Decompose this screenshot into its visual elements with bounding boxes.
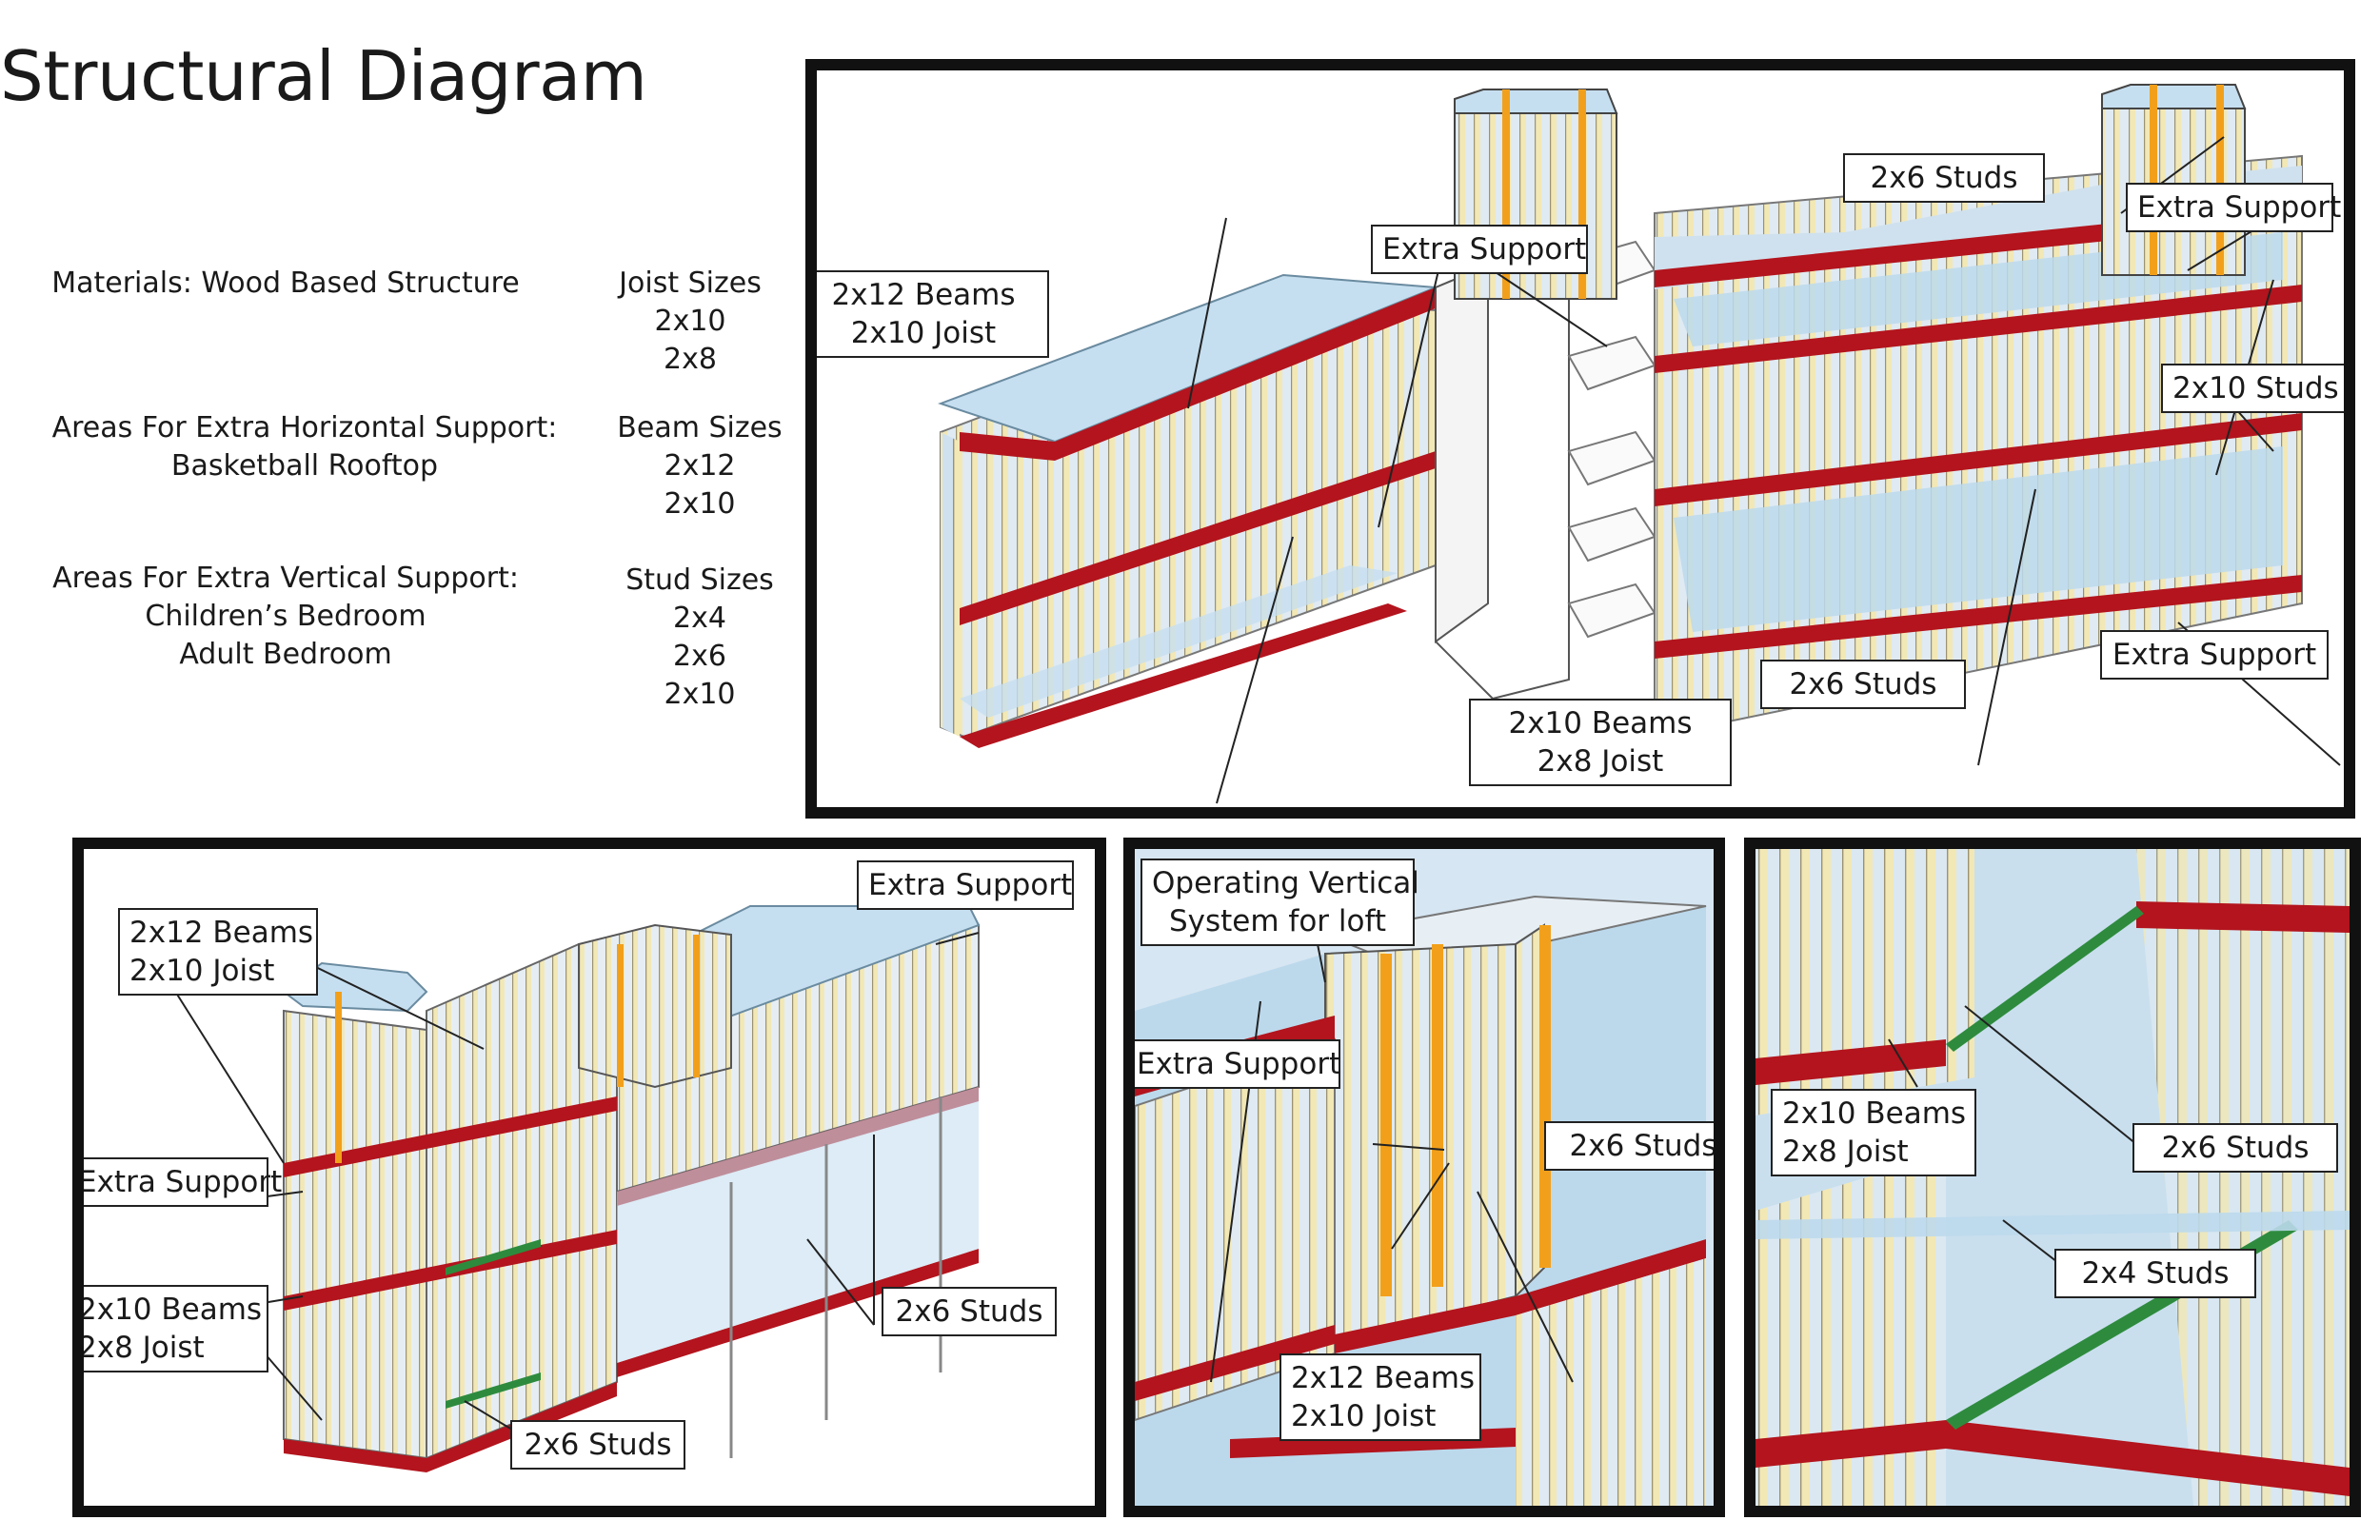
right-detail-drawing	[1755, 849, 2350, 1506]
callout-studs-2x6: 2x6 Studs	[1544, 1121, 1714, 1171]
stud-size: 2x10	[664, 678, 736, 711]
callout-studs-2x6: 2x6 Studs	[510, 1420, 685, 1470]
callout-studs-2x6: 2x6 Studs	[1760, 660, 1966, 709]
beam-size: 2x12	[664, 449, 736, 483]
stud-sizes-heading: Stud Sizes	[625, 563, 774, 597]
callout-studs-2x6: 2x6 Studs	[1843, 153, 2045, 203]
left-wing-frame	[938, 273, 1437, 748]
callout-studs-2x4: 2x4 Studs	[2054, 1249, 2256, 1298]
callout-extra-support: Extra Support	[857, 860, 1074, 910]
joist-size: 2x10	[654, 305, 726, 338]
beam-size: 2x10	[664, 487, 736, 521]
main-structure-drawing	[938, 84, 2341, 804]
right-detail-structure	[1755, 849, 2350, 1506]
horizontal-support-heading: Areas For Extra Horizontal Support:	[51, 411, 558, 444]
joist-sizes-heading: Joist Sizes	[619, 267, 762, 300]
vertical-support-item: Adult Bedroom	[179, 638, 392, 671]
materials-line: Materials: Wood Based Structure	[51, 267, 520, 300]
tower-right	[2101, 84, 2247, 276]
page-title: Structural Diagram	[0, 36, 647, 116]
stairs	[1567, 240, 1656, 639]
horizontal-support-item: Basketball Rooftop	[170, 449, 439, 483]
callout-extra-support: Extra Support	[2100, 630, 2329, 680]
left-detail-drawing	[169, 905, 981, 1472]
left-leader-lines	[169, 932, 980, 1431]
joist-size: 2x8	[664, 343, 717, 376]
vertical-support-heading: Areas For Extra Vertical Support:	[52, 562, 519, 595]
left-detail-structure	[282, 905, 981, 1472]
callout-studs-2x6: 2x6 Studs	[2132, 1123, 2338, 1173]
stud-size: 2x6	[673, 640, 726, 673]
vertical-support-item: Children’s Bedroom	[145, 600, 426, 633]
callout-extra-support: Extra Support	[1135, 1039, 1340, 1089]
callout-extra-support: Extra Support	[2126, 183, 2341, 232]
beam-sizes-heading: Beam Sizes	[617, 411, 783, 444]
stair-core	[1435, 264, 1570, 701]
stud-size: 2x4	[673, 602, 726, 635]
callout-studs-2x10: 2x10 Studs	[2161, 364, 2344, 413]
callout-extra-support: Extra Support	[1371, 225, 1588, 274]
callout-studs-2x6: 2x6 Studs	[882, 1287, 1057, 1336]
callout-extra-support: Extra Support	[84, 1157, 282, 1207]
